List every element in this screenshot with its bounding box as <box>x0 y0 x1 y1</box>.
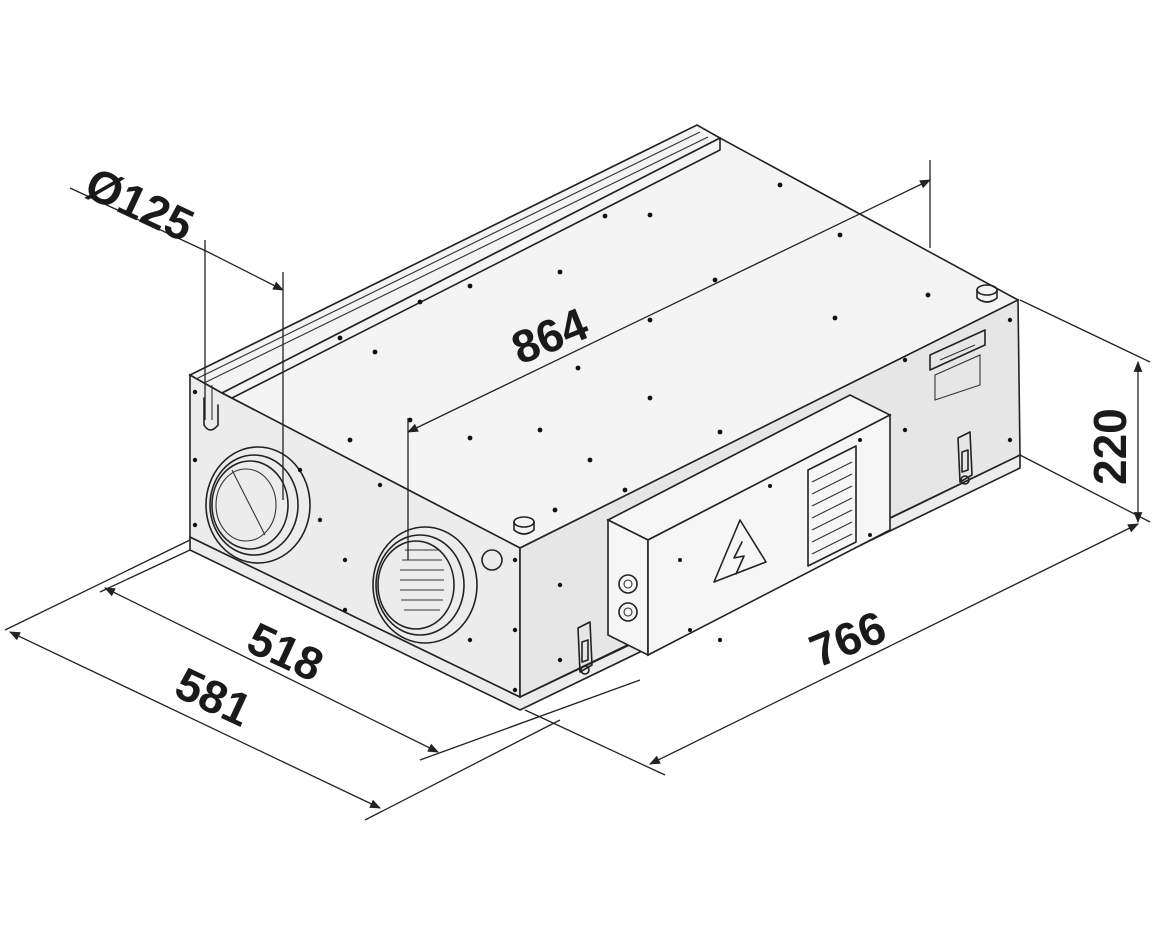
dimension-lines <box>4 160 1151 821</box>
label-width-inner: 518 <box>240 612 332 692</box>
latch-2 <box>957 431 973 485</box>
label-height: 220 <box>1084 408 1136 485</box>
hanger-bracket <box>203 397 219 431</box>
label-length-side: 766 <box>802 600 893 677</box>
label-diameter: Ø125 <box>78 157 202 252</box>
duct-connector-1 <box>205 446 311 564</box>
top-knob-2 <box>976 284 998 303</box>
top-knob-1 <box>513 516 535 535</box>
cable-glands <box>618 574 638 622</box>
unit-body <box>188 124 1021 711</box>
label-width-outer: 581 <box>168 657 260 737</box>
latch-1 <box>577 621 593 675</box>
